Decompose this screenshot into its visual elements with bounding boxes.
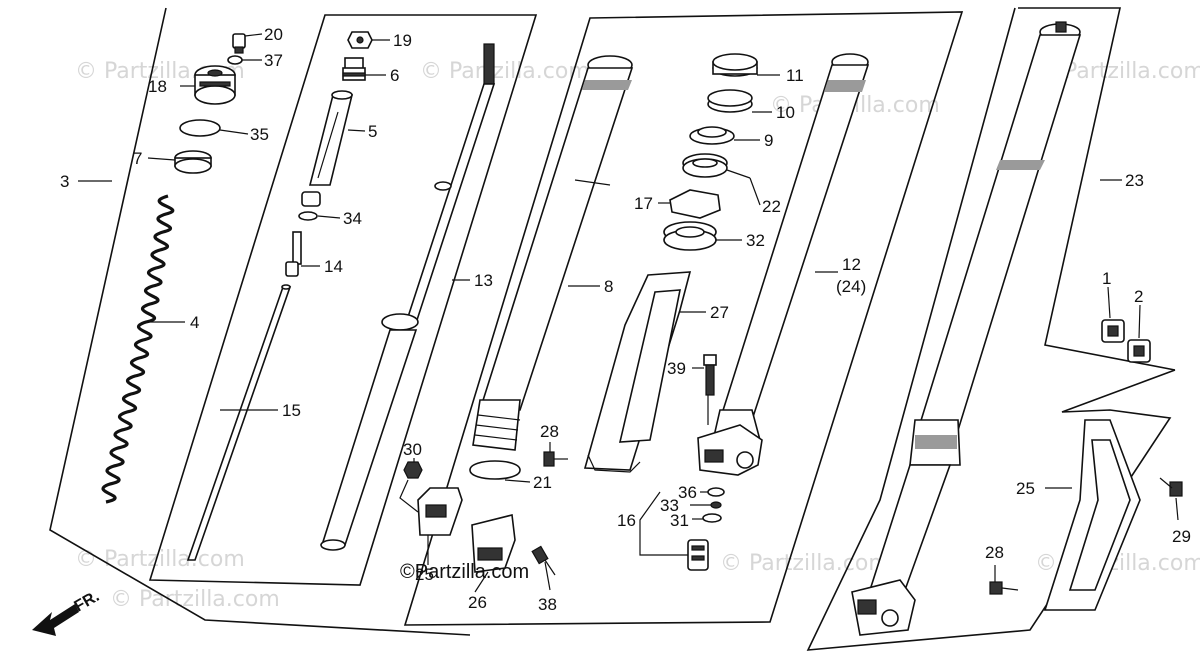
frame-left	[49, 7, 471, 636]
part-28-bolt	[543, 451, 568, 467]
label-part-26: 26	[468, 593, 487, 612]
leader-lines	[78, 33, 1179, 593]
part-16-bolt	[687, 539, 709, 571]
part-10-clip	[707, 89, 753, 113]
front-arrow-icon	[32, 604, 79, 636]
part-1-clamp	[1101, 319, 1125, 343]
label-part-10: 10	[776, 103, 795, 122]
label-part-6: 6	[390, 66, 399, 85]
part-2-clamp	[1127, 339, 1151, 363]
part-13-cartridge	[320, 43, 496, 551]
label-part-29: 29	[1172, 527, 1191, 546]
watermark: © Partzilla.com	[720, 551, 890, 576]
label-part-36: 36	[678, 483, 697, 502]
part-35-oring	[179, 119, 221, 137]
label-part-14: 14	[324, 257, 343, 276]
label-part-8: 8	[604, 277, 613, 296]
part-15-rod	[186, 284, 292, 561]
part-9-washer	[689, 126, 735, 145]
label-part-23: 23	[1125, 171, 1144, 190]
label-part-19: 19	[393, 31, 412, 50]
label-part-25: 25	[415, 565, 434, 584]
label-part-31: 31	[670, 511, 689, 530]
part-12-inner-tube	[710, 53, 870, 446]
part-8-outer-tube	[472, 55, 634, 451]
part-6-adjuster	[342, 57, 366, 81]
part-31-washer	[702, 513, 722, 523]
label-part-34: 34	[343, 209, 362, 228]
label-part-30: 30	[403, 440, 422, 459]
part-22-seal	[682, 153, 728, 178]
part-14-rod-piece	[285, 231, 302, 277]
label-part-17: 17	[634, 194, 653, 213]
part-17-ring	[669, 189, 721, 219]
part-21-circlip	[469, 460, 521, 480]
label-part-39: 39	[667, 359, 686, 378]
label-part-15: 15	[282, 401, 301, 420]
part-19-nut	[347, 31, 373, 49]
label-part-7: 7	[133, 149, 142, 168]
label-part-25-right: 25	[1016, 479, 1035, 498]
part-25-clamp	[417, 487, 463, 536]
label-part-21: 21	[533, 473, 552, 492]
label-part-5: 5	[368, 122, 377, 141]
part-34-washer	[298, 191, 321, 221]
part-28-bolt-right	[989, 581, 1019, 595]
label-part-18: 18	[148, 77, 167, 96]
label-part-35: 35	[250, 125, 269, 144]
part-33-oring	[710, 501, 722, 509]
part-26-clamp	[471, 514, 516, 573]
part-37-washer	[227, 55, 243, 65]
label-part-16: 16	[617, 511, 636, 530]
part-11-clip	[712, 53, 758, 77]
part-7-spacer	[174, 150, 212, 174]
part-36-washer	[707, 487, 725, 497]
label-part-1: 1	[1102, 269, 1111, 288]
label-part-20: 20	[264, 25, 283, 44]
label-part-2: 2	[1134, 287, 1143, 306]
part-number-labels: 20 37 18 35 7 3 4 15 19 6 5 34 14 13 8 1…	[60, 25, 1191, 614]
watermark: © Partzilla.com	[75, 547, 245, 572]
label-part-28-right: 28	[985, 543, 1004, 562]
label-part-9: 9	[764, 131, 773, 150]
label-part-27: 27	[710, 303, 729, 322]
copyright-label: ©Partzilla.com	[400, 561, 529, 583]
label-part-22: 22	[762, 197, 781, 216]
part-39-bolt	[703, 354, 717, 396]
part-29-bolt	[1159, 477, 1183, 497]
front-direction-indicator: FR.	[32, 588, 102, 636]
frame-center	[403, 11, 964, 626]
part-20-bolt	[232, 33, 246, 54]
label-part-32: 32	[746, 231, 765, 250]
label-part-33: 33	[660, 496, 679, 515]
label-part-37: 37	[264, 51, 283, 70]
label-part-3: 3	[60, 172, 69, 191]
part-4-spring	[101, 194, 175, 504]
part-18-fork-cap	[194, 65, 236, 105]
part-25-fork-guard	[1043, 419, 1141, 611]
part-axle-holder	[697, 424, 763, 476]
part-23-fork-assembly	[851, 21, 1082, 636]
part-30-nut	[403, 461, 423, 479]
label-part-12: 12	[842, 255, 861, 274]
frame-right	[1018, 7, 1176, 371]
label-part-38: 38	[538, 595, 557, 614]
watermark: © Partzilla.com	[110, 587, 280, 612]
label-part-13: 13	[474, 271, 493, 290]
watermark: © Partzilla.com	[420, 59, 590, 84]
part-38-bolt	[531, 545, 556, 576]
frame-inner	[148, 14, 538, 586]
label-part-12-alt: (24)	[836, 277, 866, 296]
part-27-fork-guard	[583, 271, 692, 473]
label-part-28: 28	[540, 422, 559, 441]
label-part-4: 4	[190, 313, 199, 332]
part-5-spring-guide	[308, 90, 354, 186]
part-32-dust-seal	[663, 221, 717, 251]
label-part-11: 11	[786, 66, 804, 85]
